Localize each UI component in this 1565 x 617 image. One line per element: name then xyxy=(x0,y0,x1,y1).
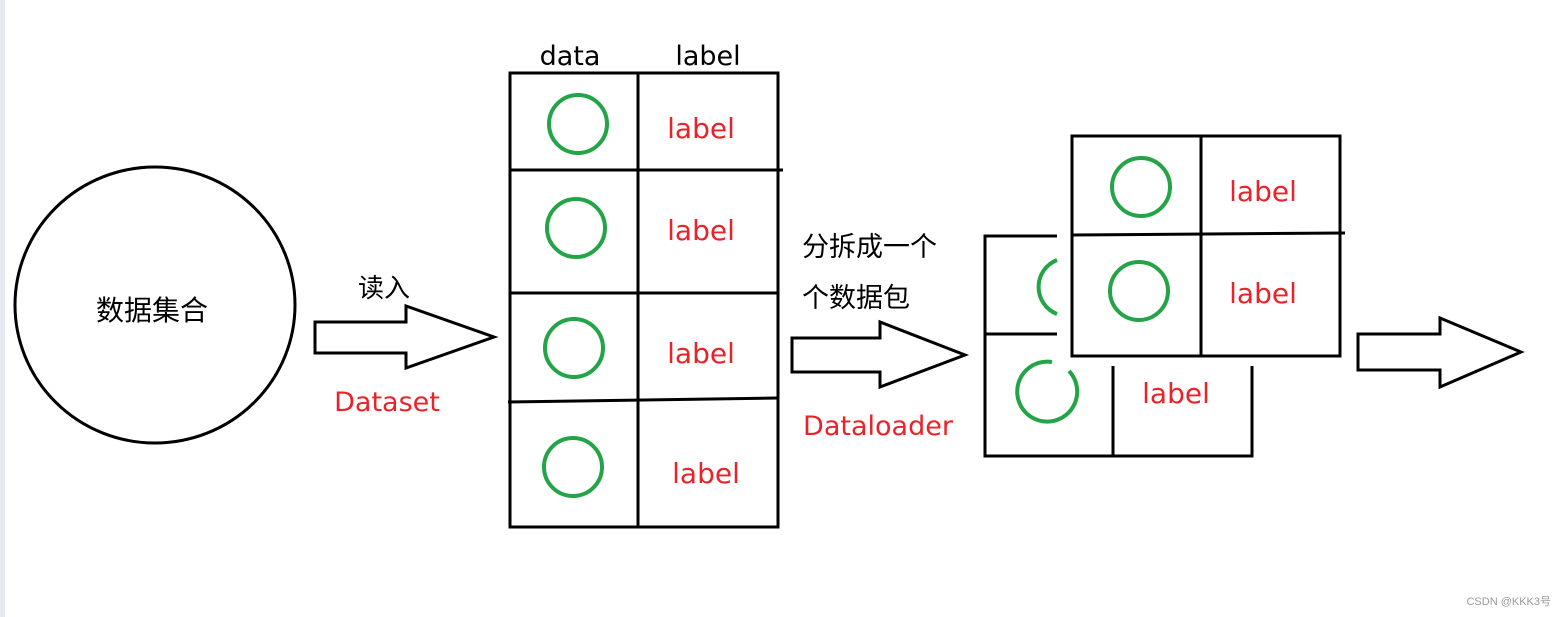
data-label-table: data label label label label label xyxy=(507,41,783,529)
split-arrow-bottom-label: Dataloader xyxy=(803,411,954,442)
batch-back-data-circle-partial xyxy=(1036,258,1058,316)
table-border xyxy=(508,71,780,529)
output-arrow xyxy=(1356,315,1525,390)
dataset-source: 数据集合 xyxy=(13,165,297,445)
batch-front-label: label xyxy=(1229,175,1297,208)
table-row-data-circle xyxy=(547,93,609,155)
dataset-source-circle xyxy=(13,165,297,445)
read-arrow-top-label: 读入 xyxy=(358,274,410,304)
table-row-data-circle xyxy=(543,317,605,379)
table-row-label: label xyxy=(667,214,735,247)
window-left-edge xyxy=(0,0,5,617)
table-row-data-circle xyxy=(542,436,604,498)
table-row-divider xyxy=(507,396,779,404)
table-row-data-circle xyxy=(545,197,607,259)
batch-front-outline xyxy=(1070,134,1342,358)
batch-back: label xyxy=(983,234,1254,458)
table-header-label: label xyxy=(675,41,740,72)
read-arrow-bottom-label: Dataset xyxy=(334,387,440,418)
batch-back-data-circle xyxy=(1015,359,1080,424)
batch-front: label label xyxy=(1070,134,1346,358)
split-arrow-group: 分拆成一个 个数据包 Dataloader xyxy=(790,232,970,442)
batch-front-row-divider xyxy=(1071,231,1346,237)
batch-front-label: label xyxy=(1229,277,1297,310)
table-row-label: label xyxy=(672,457,740,490)
read-arrow-group: 读入 Dataset xyxy=(313,274,499,418)
split-arrow-top-label-line2: 个数据包 xyxy=(802,283,910,314)
split-arrow-top-label-line1: 分拆成一个 xyxy=(802,232,937,263)
split-arrow xyxy=(790,319,970,390)
batch-front-data-circle xyxy=(1110,156,1172,218)
table-row-label: label xyxy=(667,337,735,370)
read-arrow xyxy=(313,303,499,371)
batch-front-data-circle xyxy=(1108,260,1170,322)
table-header-data: data xyxy=(540,41,601,72)
batch-back-outline xyxy=(983,234,1254,458)
watermark: CSDN @KKK3号 xyxy=(1466,596,1551,608)
batch-back-label: label xyxy=(1142,377,1210,410)
table-row-label: label xyxy=(667,112,735,145)
dataset-source-label: 数据集合 xyxy=(96,294,208,327)
